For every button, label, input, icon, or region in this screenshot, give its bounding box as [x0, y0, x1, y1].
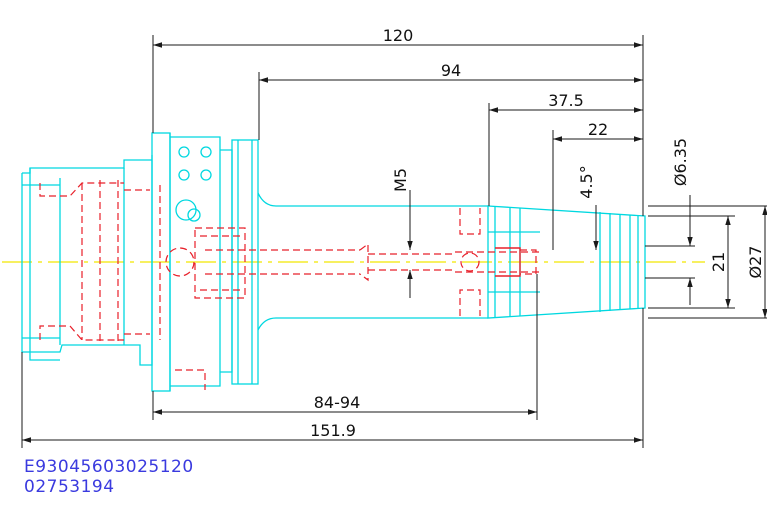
- dim-94-label: 94: [441, 61, 461, 80]
- dim-dia-27-label: Ø27: [746, 246, 765, 279]
- dim-m5-label: M5: [391, 168, 410, 192]
- order-code: 02753194: [24, 477, 115, 497]
- code-block: E93045603025120 02753194: [24, 457, 194, 497]
- dim-22-label: 22: [588, 120, 608, 139]
- hidden-lines: [39, 180, 540, 390]
- tool-outline: [21, 132, 646, 392]
- drill-detail: [495, 247, 521, 277]
- dim-21-label: 21: [709, 252, 728, 272]
- dim-84-94-label: 84-94: [314, 393, 361, 412]
- part-code: E93045603025120: [24, 457, 194, 477]
- dim-dia-6-35-label: Ø6.35: [671, 138, 690, 186]
- dim-37-5-label: 37.5: [548, 91, 584, 110]
- dimension-lines: [21, 35, 767, 448]
- dim-angle-label: 4.5°: [577, 165, 596, 198]
- dim-151-9-label: 151.9: [310, 421, 356, 440]
- dim-120-label: 120: [383, 26, 414, 45]
